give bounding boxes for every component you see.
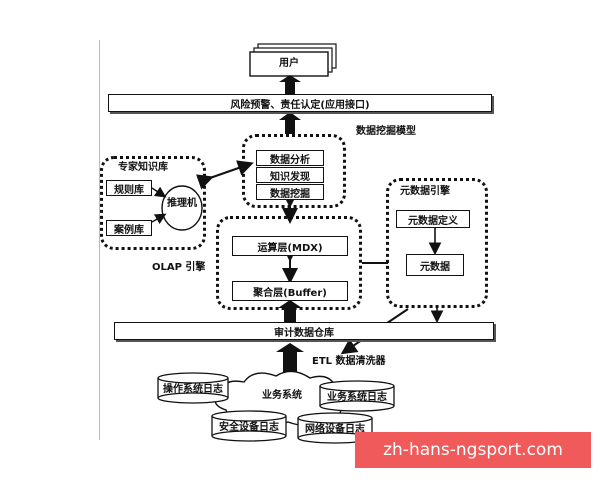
arrow-mining-to-bar [279, 112, 301, 134]
user-label: 用户 [279, 58, 299, 69]
left-border-line [99, 40, 100, 440]
arrow-warehouse-to-olap [278, 300, 302, 324]
metadata-engine-label: 元数据引擎 [400, 186, 450, 197]
arrow-bar-to-user [279, 75, 301, 94]
business-log-label: 业务系统日志 [327, 392, 387, 403]
metadata-box: 元数据 [406, 254, 464, 276]
olap-group [216, 216, 362, 310]
security-log-label: 安全设备日志 [219, 422, 279, 433]
mining-item-mining: 数据挖掘 [256, 184, 324, 200]
watermark-banner: zh-hans-ngsport.com [355, 432, 591, 468]
log-cylinder-business [319, 380, 395, 412]
knowledge-base-group [100, 156, 206, 250]
mining-model-group [242, 134, 346, 208]
reasoning-ellipse [161, 185, 203, 231]
mining-item-discovery: 知识发现 [256, 167, 324, 183]
application-interface-bar: 风险预警、责任认定(应用接口) [108, 94, 492, 112]
user-stack-icon [249, 43, 337, 77]
audit-data-warehouse-bar: 审计数据仓库 [114, 322, 494, 340]
arrow-rules-reasoning [151, 186, 167, 198]
mining-model-label: 数据挖掘模型 [356, 126, 416, 137]
olap-engine-label: OLAP 引擎 [152, 262, 206, 273]
log-cylinder-os [157, 372, 229, 404]
mining-item-analysis: 数据分析 [256, 150, 324, 166]
rule-base-box: 规则库 [106, 180, 152, 196]
etl-cleaner-label: ETL 数据清洗器 [312, 356, 386, 367]
log-cylinder-security [211, 410, 287, 442]
aggregate-layer-box: 聚合层(Buffer) [232, 281, 348, 301]
metadata-definition-box: 元数据定义 [396, 210, 470, 228]
metadata-engine-group [386, 178, 488, 308]
arrow-cases-reasoning [151, 213, 167, 225]
compute-layer-box: 运算层(MDX) [232, 236, 348, 256]
network-log-label: 网络设备日志 [305, 424, 365, 435]
knowledge-base-label: 专家知识库 [118, 162, 168, 173]
log-cylinder-network [297, 412, 373, 444]
business-system-label: 业务系统 [262, 390, 302, 401]
os-log-label: 操作系统日志 [163, 384, 223, 395]
reasoning-engine-label: 推理机 [167, 198, 197, 209]
case-base-box: 案例库 [106, 220, 152, 236]
